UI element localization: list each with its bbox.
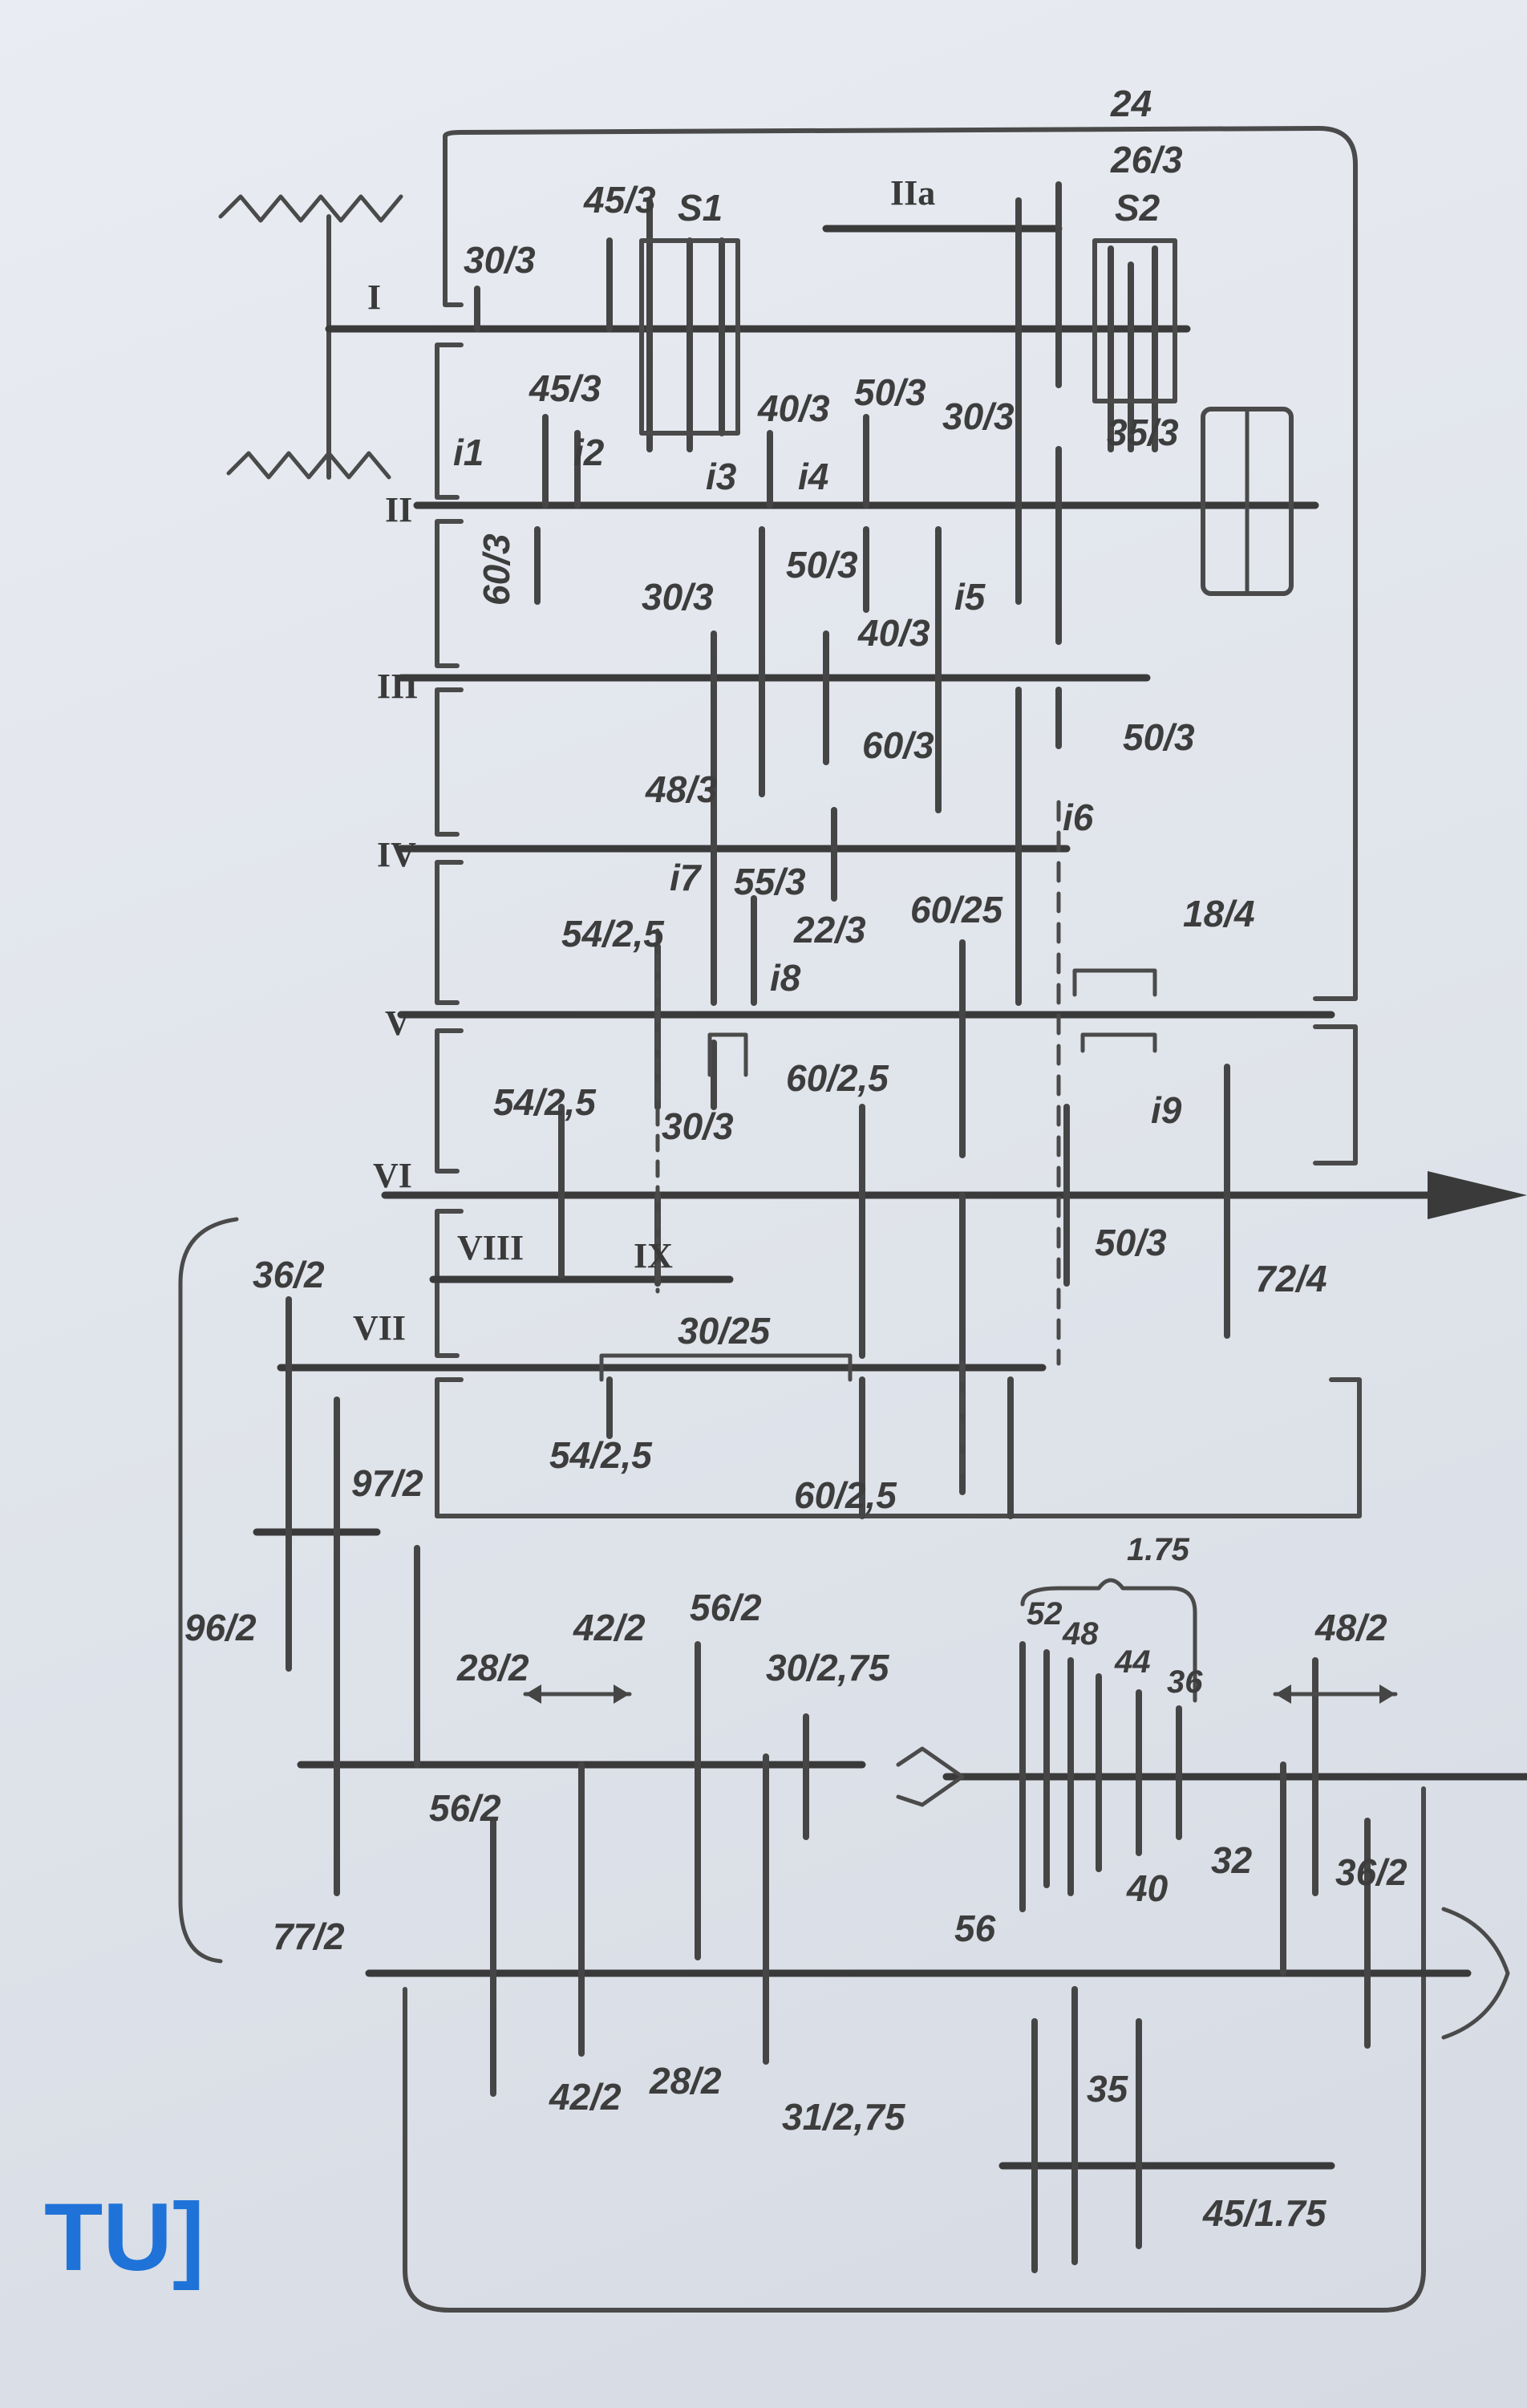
label-g30_3b: 30/3	[942, 395, 1015, 437]
label-g36_2b: 36/2	[1335, 1851, 1408, 1893]
shift-fork-arrows	[523, 1684, 1398, 1704]
output-arrow-icon	[1428, 1171, 1527, 1219]
shaft-labels: I IIa II III IV V VI VII VIII IX	[353, 173, 935, 1348]
label-g54_25a: 54/2,5	[561, 913, 665, 955]
label-g28_2a: 28/2	[456, 1647, 529, 1688]
label-g18_4: 18/4	[1183, 893, 1255, 934]
label-g35: 35	[1087, 2068, 1129, 2110]
label-g1_75: 1.75	[1127, 1532, 1190, 1567]
label-g30_3a: 30/3	[464, 239, 536, 281]
gears	[286, 181, 1371, 2273]
brace	[1020, 1578, 1197, 1703]
label-g30_25: 30/25	[678, 1310, 772, 1352]
clutch-label-S2: S2	[1115, 187, 1160, 229]
shaft-label-VII: VII	[353, 1308, 406, 1348]
label-g30_3c: 30/3	[642, 576, 714, 618]
label-g30_275: 30/2,75	[766, 1647, 890, 1688]
label-g40_3b: 40/3	[857, 612, 930, 654]
label-g72_4: 72/4	[1255, 1258, 1327, 1299]
label-g22_3: 22/3	[793, 909, 866, 951]
shaft-label-IX: IX	[634, 1236, 673, 1275]
shaft-label-I: I	[367, 278, 381, 317]
label-g32: 32	[1211, 1839, 1253, 1881]
label-g24: 24	[1110, 83, 1152, 124]
label-g42_2a: 42/2	[573, 1607, 646, 1648]
label-g48_3: 48/3	[645, 768, 718, 810]
label-g35_3: 35/3	[1107, 411, 1179, 453]
label-g50_3d: 50/3	[1095, 1222, 1167, 1263]
label-g60_25b: 60/2,5	[786, 1057, 889, 1099]
label-g42_2b: 42/2	[549, 2076, 622, 2118]
label-g60_3b: 60/3	[862, 724, 934, 766]
label-g36: 36	[1167, 1664, 1203, 1700]
shaft-label-V: V	[385, 1003, 411, 1043]
label-g40_3a: 40/3	[757, 387, 830, 429]
label-g56: 56	[954, 1907, 996, 1949]
label-g96_2: 96/2	[184, 1607, 257, 1648]
label-g30_3d: 30/3	[662, 1105, 734, 1147]
label-g54_25b: 54/2,5	[493, 1081, 597, 1123]
motor-belt-drive	[218, 194, 403, 480]
label-g56_2b: 56/2	[429, 1787, 501, 1829]
label-i7: i7	[670, 857, 703, 898]
label-i9: i9	[1151, 1089, 1182, 1131]
label-g48_2: 48/2	[1314, 1607, 1387, 1648]
label-g54_25c: 54/2,5	[549, 1434, 653, 1476]
label-g50_3c: 50/3	[1123, 716, 1195, 758]
shaft-label-IV: IV	[377, 835, 416, 874]
label-i4: i4	[798, 456, 828, 497]
label-g28_2b: 28/2	[649, 2060, 722, 2102]
label-g31_275: 31/2,75	[782, 2096, 906, 2138]
label-i2: i2	[573, 432, 605, 473]
label-i3: i3	[706, 456, 737, 497]
label-g48: 48	[1062, 1616, 1099, 1652]
shaft-label-II: II	[385, 490, 412, 529]
label-g44: 44	[1114, 1644, 1151, 1680]
label-g60_25: 60/25	[910, 889, 1004, 930]
label-g45_175: 45/1.75	[1202, 2192, 1327, 2234]
clutch-boxes	[599, 238, 1510, 2040]
gear-labels: 24 26/3 45/3 30/3 45/3 40/3 50/3 30/3 35…	[184, 83, 1408, 2234]
shaft-label-IIa: IIa	[890, 173, 935, 213]
label-g52: 52	[1027, 1596, 1063, 1632]
label-g60_3a: 60/3	[476, 533, 517, 606]
label-g97_2: 97/2	[351, 1462, 423, 1504]
shaft-label-III: III	[377, 667, 418, 706]
label-i1: i1	[453, 432, 484, 473]
label-g60_25c: 60/2,5	[794, 1474, 897, 1516]
label-g50_3b: 50/3	[786, 544, 858, 586]
label-g77_2: 77/2	[273, 1915, 345, 1957]
dashed-links	[655, 800, 1061, 1486]
label-g55_3: 55/3	[734, 861, 806, 902]
label-g36_2a: 36/2	[253, 1254, 325, 1295]
clutch-label-S1: S1	[678, 187, 723, 229]
label-g45_3a: 45/3	[583, 179, 656, 221]
gearbox-housing	[178, 126, 1426, 2313]
shaft-label-VI: VI	[373, 1156, 412, 1195]
label-g26_3: 26/3	[1110, 139, 1183, 180]
handwritten-annotation: TU]	[44, 2183, 205, 2291]
label-i8: i8	[770, 957, 801, 999]
label-g56_2a: 56/2	[690, 1587, 762, 1628]
label-g50_3a: 50/3	[854, 371, 926, 413]
label-i6: i6	[1063, 797, 1094, 838]
label-g40: 40	[1126, 1867, 1169, 1909]
shaft-label-VIII: VIII	[457, 1228, 524, 1267]
label-i5: i5	[954, 576, 986, 618]
ratio-labels: i1 i2 i3 i4 i5 i6 i7 i8 i9	[453, 432, 1182, 1131]
label-g45_3b: 45/3	[529, 367, 601, 409]
